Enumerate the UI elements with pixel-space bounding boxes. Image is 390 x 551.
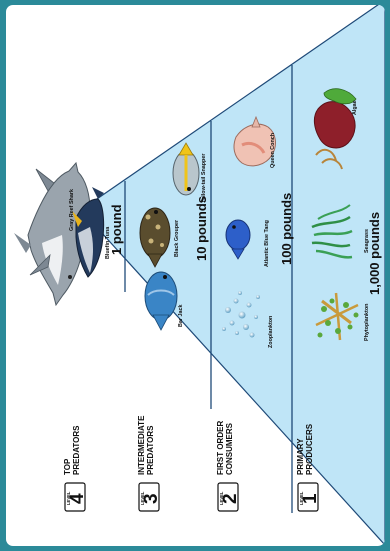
label-bar-jack: Bar Jack — [178, 305, 184, 327]
legend-level4: LEVEL 4 TOP PREDATORS — [63, 425, 88, 511]
label-gray-reef-shark: Gray Reef Shark — [69, 189, 75, 231]
food-pyramid-diagram: Gray Reef Shark Bluefin Tuna 1 pound Bar… — [6, 5, 385, 546]
food-pyramid-card: Gray Reef Shark Bluefin Tuna 1 pound Bar… — [6, 5, 385, 546]
svg-text:FIRST ORDER: FIRST ORDER — [216, 421, 225, 475]
label-queen-conch: Queen Conch — [270, 133, 276, 168]
weight-level4: 1 pound — [109, 204, 124, 255]
svg-text:PRODUCERS: PRODUCERS — [305, 423, 314, 475]
svg-text:INTERMEDIATE: INTERMEDIATE — [137, 415, 146, 475]
svg-text:1: 1 — [300, 493, 321, 504]
svg-text:PREDATORS: PREDATORS — [72, 425, 81, 475]
svg-text:2: 2 — [220, 493, 241, 504]
svg-text:PRIMARY: PRIMARY — [296, 438, 305, 475]
legend-level3: LEVEL 3 INTERMEDIATE PREDATORS — [137, 415, 162, 511]
svg-text:4: 4 — [67, 493, 88, 504]
svg-text:3: 3 — [141, 493, 162, 504]
label-zooplankton: Zooplankton — [268, 316, 274, 348]
svg-text:PREDATORS: PREDATORS — [146, 425, 155, 475]
svg-text:TOP: TOP — [63, 458, 72, 475]
label-atlantic-blue-tang: Atlantic Blue Tang — [264, 220, 270, 267]
svg-text:CONSUMERS: CONSUMERS — [225, 422, 234, 475]
label-yellowtail-snapper: Yellow-tail Snapper — [201, 153, 207, 203]
weight-level3: 10 pounds — [194, 196, 209, 261]
label-phytoplankton: Phytoplankton — [364, 304, 370, 341]
label-black-grouper: Black Grouper — [174, 219, 180, 257]
weight-level2: 100 pounds — [279, 193, 294, 265]
legend-level2: LEVEL 2 FIRST ORDER CONSUMERS — [216, 421, 241, 511]
label-algae: Algae — [352, 100, 358, 115]
weight-level1: 1,000 pounds — [367, 212, 382, 295]
bar-jack-fish-icon — [145, 272, 177, 330]
